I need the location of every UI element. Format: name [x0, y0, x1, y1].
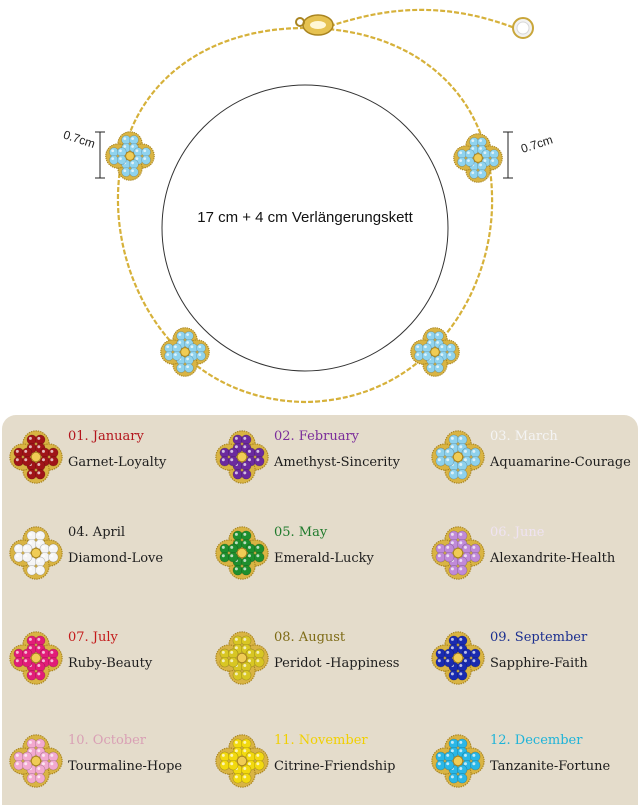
birthstone-meaning: Ruby-Beauty	[68, 656, 153, 671]
birthstone-clover-icon	[431, 631, 485, 685]
birthstone-meaning: Tanzanite-Fortune	[490, 759, 611, 774]
birthstone-meaning: Amethyst-Sincerity	[274, 455, 400, 470]
birthstone-meaning: Tourmaline-Hope	[68, 759, 183, 774]
birthstone-clover-icon	[431, 734, 485, 788]
bracelet-clover-1	[105, 131, 155, 181]
birthstone-clover-icon	[215, 631, 269, 685]
birthstone-meaning: Garnet-Loyalty	[68, 455, 167, 470]
dimension-right: 0.7cm	[503, 131, 554, 179]
bracelet-clover-4	[410, 327, 460, 377]
birthstone-clover-icon	[9, 631, 63, 685]
birthstone-month: 06. June	[490, 525, 545, 540]
birthstone-month: 03. March	[490, 429, 558, 444]
birthstone-month: 07. July	[68, 630, 118, 645]
end-charm-icon	[512, 17, 534, 39]
bracelet-image: 17 cm + 4 cm Verlängerungskett 0.7cm 0.	[62, 8, 554, 404]
birthstone-clover-icon	[9, 734, 63, 788]
birthstone-clover-icon	[215, 526, 269, 580]
birthstone-month: 02. February	[274, 429, 360, 444]
dimension-left: 0.7cm	[62, 127, 105, 179]
birthstone-meaning: Sapphire-Faith	[490, 656, 588, 671]
birthstone-clover-icon	[9, 430, 63, 484]
birthstone-clover-icon	[215, 734, 269, 788]
birthstone-month: 12. December	[490, 733, 583, 748]
birthstone-clover-icon	[431, 526, 485, 580]
birthstone-month: 05. May	[274, 525, 328, 540]
birthstone-meaning: Alexandrite-Health	[490, 551, 616, 566]
length-label: 17 cm + 4 cm Verlängerungskett	[197, 209, 413, 226]
bracelet-chain	[116, 26, 494, 404]
svg-text:0.7cm: 0.7cm	[519, 132, 554, 155]
birthstone-month: 01. January	[68, 429, 144, 444]
birthstone-clover-icon	[215, 430, 269, 484]
birthstone-meaning: Emerald-Lucky	[274, 551, 374, 566]
birthstone-clover-icon	[431, 430, 485, 484]
extender-chain	[329, 8, 521, 32]
birthstone-meaning: Aquamarine-Courage	[490, 455, 631, 470]
birthstone-month: 09. September	[490, 630, 588, 645]
birthstone-month: 04. April	[68, 525, 126, 540]
birthstone-meaning: Citrine-Friendship	[274, 759, 396, 774]
clasp-icon	[295, 14, 334, 36]
bracelet-clover-2	[453, 133, 503, 183]
size-circle	[161, 84, 449, 372]
bracelet-clover-3	[160, 327, 210, 377]
birthstone-month: 11. November	[274, 733, 368, 748]
birthstone-meaning: Peridot -Happiness	[274, 656, 400, 671]
product-photo: 17 cm + 4 cm Verlängerungskett 0.7cm 0.	[62, 8, 554, 404]
birthstone-clover-icon	[9, 526, 63, 580]
birthstone-meaning: Diamond-Love	[68, 551, 164, 566]
svg-text:0.7cm: 0.7cm	[62, 127, 97, 150]
birthstone-month: 08. August	[274, 630, 346, 645]
birthstone-month: 10. October	[68, 733, 147, 748]
